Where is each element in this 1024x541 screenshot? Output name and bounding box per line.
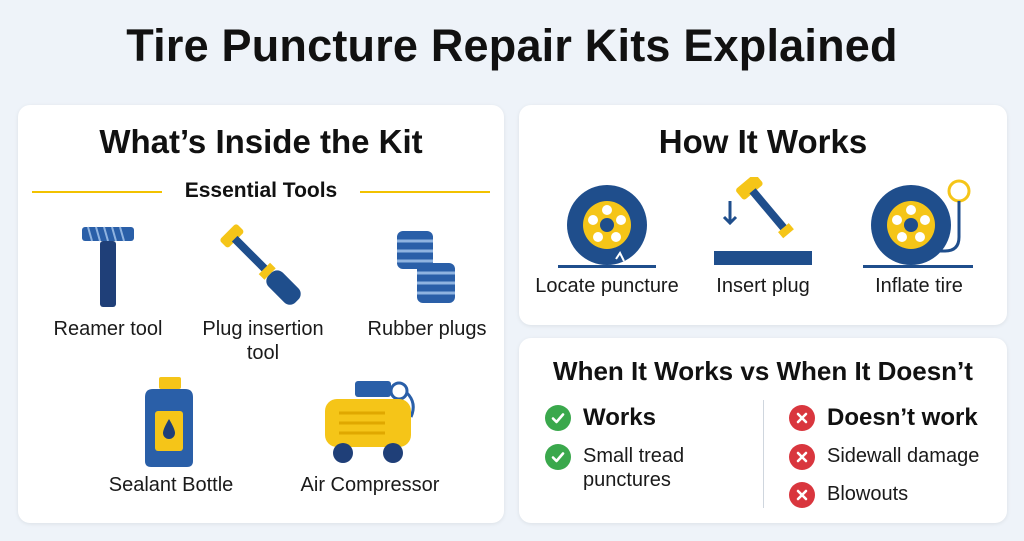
list-item-label: Small tread punctures <box>583 445 685 491</box>
step-insert: Insert plug <box>683 177 843 298</box>
sealant-bottle-icon <box>145 377 193 467</box>
page-title: Tire Puncture Repair Kits Explained <box>126 20 898 71</box>
reamer-tool-icon <box>82 226 134 307</box>
tool-label: Air Compressor <box>300 474 440 496</box>
tool-label: Sealant Bottle <box>108 474 234 496</box>
divider-line <box>360 191 490 193</box>
list-item: Sidewall damage <box>789 444 999 470</box>
x-icon <box>789 405 815 431</box>
check-icon <box>545 405 571 431</box>
flat-tire-icon <box>558 185 656 268</box>
step-label: Inflate tire <box>875 275 963 297</box>
x-icon <box>789 482 815 508</box>
column-divider <box>763 400 764 508</box>
works-heading-label: Works <box>583 404 656 431</box>
list-item-label: Blowouts <box>827 483 909 505</box>
kit-contents-title: What’s Inside the Kit <box>99 123 423 160</box>
doesnt-work-heading: Doesn’t work <box>789 404 999 432</box>
insert-plug-icon <box>714 177 812 265</box>
works-column: Works Small tread punctures <box>545 404 755 492</box>
when-it-works-title: When It Works vs When It Doesn’t <box>553 356 973 386</box>
tool-air-compressor: Air Compressor <box>290 373 450 497</box>
kit-contents-card: What’s Inside the Kit Essential Tools Re… <box>18 105 504 523</box>
tool-label: Rubber plugs <box>367 318 487 340</box>
doesnt-work-heading-label: Doesn’t work <box>827 404 978 431</box>
how-it-works-card: How It Works Locate puncture Insert <box>519 105 1007 325</box>
plug-insertion-tool-icon <box>220 224 301 305</box>
tool-label: Plug insertion tool <box>202 318 324 364</box>
x-icon <box>789 444 815 470</box>
step-locate: Locate puncture <box>527 177 687 298</box>
divider-line <box>32 191 162 193</box>
list-item: Blowouts <box>789 482 999 508</box>
doesnt-work-column: Doesn’t work Sidewall damage Blowouts <box>789 404 999 508</box>
tool-reamer: Reamer tool <box>38 221 178 341</box>
how-it-works-title: How It Works <box>658 123 868 160</box>
air-compressor-icon <box>325 381 415 463</box>
when-it-works-card: When It Works vs When It Doesn’t Works S… <box>519 338 1007 523</box>
essential-tools-header: Essential Tools <box>18 177 504 207</box>
works-heading: Works <box>545 404 755 432</box>
tool-label: Reamer tool <box>53 318 163 340</box>
step-label: Locate puncture <box>535 275 679 297</box>
rubber-plugs-icon <box>397 231 455 303</box>
check-icon <box>545 444 571 470</box>
step-label: Insert plug <box>716 275 810 297</box>
tool-rubber-plugs: Rubber plugs <box>352 221 502 341</box>
step-inflate: Inflate tire <box>839 177 999 298</box>
tool-plug-insertion: Plug insertion tool <box>188 221 338 365</box>
essential-tools-label: Essential Tools <box>184 179 338 202</box>
inflate-tire-icon <box>863 179 973 268</box>
tool-sealant-bottle: Sealant Bottle <box>96 373 246 497</box>
list-item: Small tread punctures <box>545 444 755 492</box>
list-item-label: Sidewall damage <box>827 445 980 467</box>
